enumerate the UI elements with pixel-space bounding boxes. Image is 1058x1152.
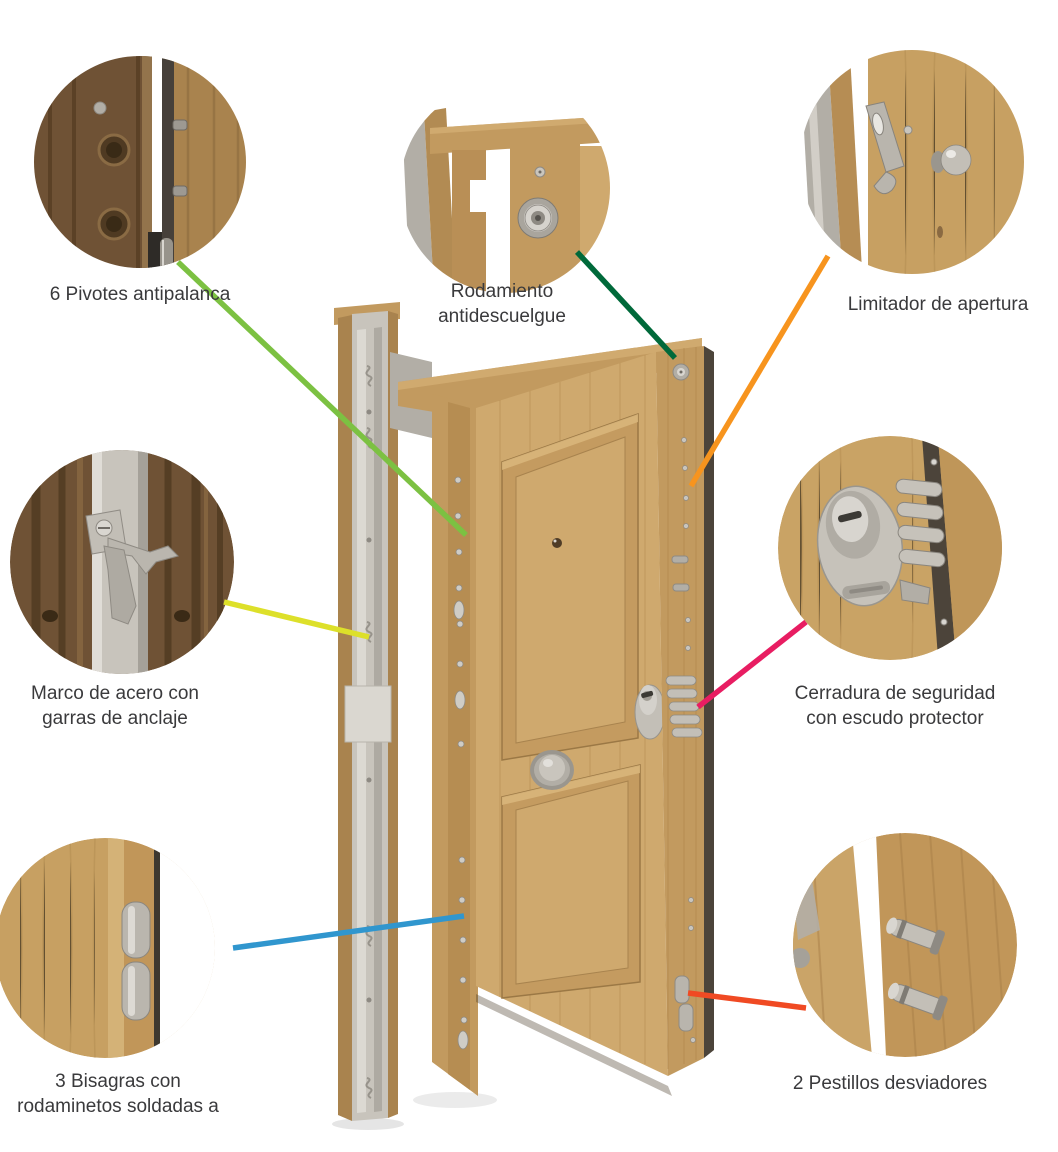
callout-label-bisagras-line1: 3 Bisagras con	[55, 1071, 181, 1092]
door-knob	[530, 750, 574, 790]
lock-shield	[816, 485, 904, 607]
detail-photo-bearing	[400, 83, 610, 293]
bottom-hinges	[674, 975, 694, 1032]
detail-photo-limiter	[800, 50, 1024, 274]
callout-label-rodamiento-line1: Rodamiento	[450, 281, 554, 302]
steel-frame-profile	[332, 302, 404, 1130]
anti-drop-bearing	[517, 197, 559, 239]
callout-label-pestillos-line1: 2 Pestillos desviadores	[792, 1073, 988, 1094]
callout-label-pestillos: 2 Pestillos desviadores	[775, 1071, 1005, 1096]
deviator-bolt-2	[887, 982, 948, 1021]
connector-lines	[176, 250, 831, 1011]
callout-label-limitador-line1: Limitador de apertura	[847, 294, 1029, 315]
callout-label-marco: Marco de acero con garras de anclaje	[0, 681, 230, 731]
callout-label-limitador: Limitador de apertura	[818, 292, 1058, 317]
connector-pivotes	[176, 260, 468, 537]
anti-lever-pins	[172, 119, 188, 197]
connector-marco	[223, 599, 370, 640]
callout-label-bisagras-line2: rodaminetos soldadas a	[17, 1096, 219, 1117]
callout-label-pivotes: 6 Pivotes antipalanca	[18, 282, 262, 307]
lock-bolts	[665, 675, 703, 738]
frame-pivot-sockets	[93, 101, 131, 241]
callout-label-cerradura-line2: con escudo protector	[806, 708, 984, 729]
callout-label-bisagras: 3 Bisagras con rodaminetos soldadas a	[0, 1069, 236, 1119]
connector-rodamiento	[574, 250, 678, 360]
opening-limiter-arm	[865, 101, 905, 195]
door-lower-panel	[501, 764, 641, 999]
detail-photo-deviator-bolts	[793, 833, 1017, 1057]
door-upper-panel	[501, 412, 639, 761]
callout-label-pivotes-line1: 6 Pivotes antipalanca	[49, 284, 231, 305]
door-frame	[390, 338, 702, 1108]
stile-pins	[671, 555, 690, 592]
peephole	[552, 538, 562, 548]
frame-anchor-claws	[365, 365, 373, 1099]
callout-label-marco-line1: Marco de acero con	[31, 683, 199, 704]
top-bearing	[672, 363, 690, 381]
callout-label-rodamiento: Rodamiento antidescuelgue	[387, 279, 617, 329]
door-edge-stile	[656, 346, 714, 1076]
lock-bolt-detail	[895, 458, 948, 626]
connector-bisagras	[232, 913, 465, 951]
deviator-bolt-1	[886, 917, 945, 955]
anchor-claw	[85, 509, 179, 625]
ball-knob	[931, 144, 972, 176]
connector-cerradura	[696, 619, 808, 710]
callout-label-cerradura-line1: Cerradura de seguridad	[794, 683, 996, 704]
stile-screws	[681, 437, 696, 1043]
detail-photo-pivots	[34, 56, 246, 268]
door	[476, 352, 672, 1096]
connector-limitador	[688, 254, 831, 488]
detail-photo-frame-claw	[10, 450, 234, 674]
detail-photo-lock	[778, 436, 1002, 660]
lock-escutcheon	[634, 684, 666, 740]
connector-pestillos	[687, 990, 807, 1011]
detail-photo-hinge	[0, 838, 215, 1058]
frame-screws	[366, 409, 372, 1003]
callout-label-cerradura: Cerradura de seguridad con escudo protec…	[780, 681, 1010, 731]
hinge-knuckle	[148, 232, 173, 268]
callout-label-rodamiento-line2: antidescuelgue	[438, 306, 566, 327]
hinge-barrel	[121, 901, 151, 1021]
callout-label-marco-line2: garras de anclaje	[42, 708, 188, 729]
jamb-keep-plates	[453, 476, 469, 1050]
